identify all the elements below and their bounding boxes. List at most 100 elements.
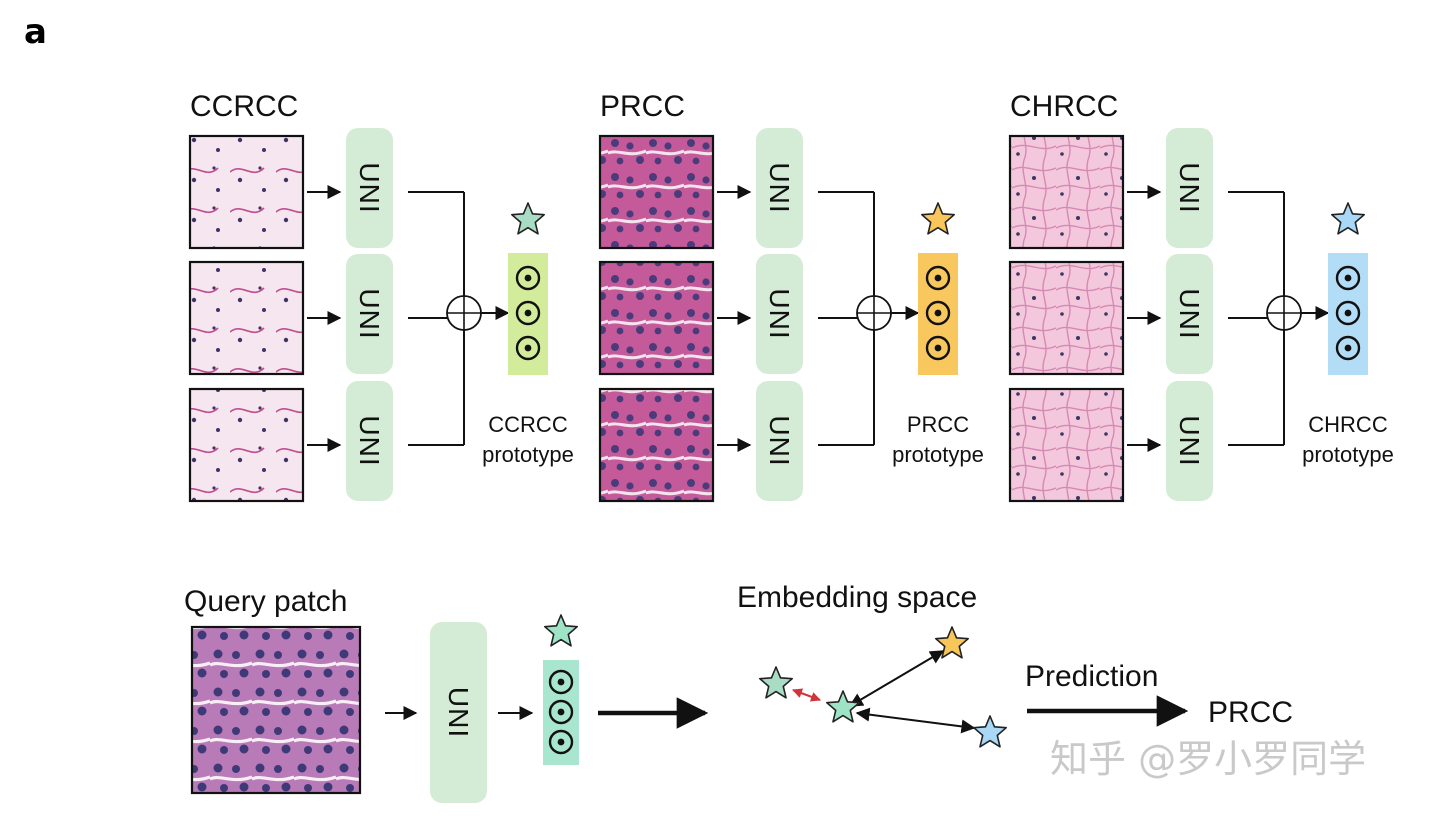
query-patch-image	[190, 625, 362, 795]
uni-encoder-box	[756, 128, 803, 248]
uni-encoder: UNI	[756, 128, 803, 248]
vector-element-dot	[524, 274, 532, 282]
query-title: Query patch	[184, 585, 347, 618]
uni-encoder-box	[430, 622, 487, 803]
vector-element-icon	[1335, 300, 1361, 326]
uni-encoder-label: UNI	[354, 288, 385, 339]
uni-encoder-box	[756, 381, 803, 501]
vector-element-icon	[548, 669, 574, 695]
uni-encoder-box	[346, 128, 393, 248]
vector-element-dot	[1344, 309, 1352, 317]
uni-encoder-label: UNI	[354, 415, 385, 466]
query-star-icon	[544, 614, 578, 647]
uni-encoder-label: UNI	[443, 687, 474, 738]
uni-encoder-label: UNI	[764, 415, 795, 466]
prototype-label-word: prototype	[892, 442, 984, 467]
uni-encoder-box	[1166, 254, 1213, 374]
distance-arrow-prcc	[848, 650, 945, 707]
vector-element-icon	[1335, 265, 1361, 291]
group-chrcc: CHRCC UNI UNI UNI CHRCC prototype	[1008, 90, 1394, 503]
vector-element-dot	[557, 678, 565, 686]
group-title: CCRCC	[190, 90, 298, 123]
prototype-groups: CCRCC UNI UNI UNI CCRCC prototype PRCC UNI UNI UN…	[188, 90, 1394, 503]
vector-element-icon	[515, 265, 541, 291]
vector-element-dot	[524, 344, 532, 352]
prototype-vector	[1328, 253, 1368, 375]
uni-encoder: UNI	[756, 381, 803, 501]
uni-encoder-label: UNI	[354, 162, 385, 213]
prototype-star-icon	[921, 202, 955, 235]
vector-element-icon	[925, 265, 951, 291]
tissue-patch-image	[188, 387, 305, 503]
vector-element-dot	[934, 274, 942, 282]
vector-element-icon	[925, 335, 951, 361]
tissue-patch-image	[1008, 387, 1125, 503]
uni-encoder-label: UNI	[764, 162, 795, 213]
query-vector	[543, 660, 579, 765]
vector-element-dot	[934, 309, 942, 317]
watermark-text: 知乎 @罗小罗同学	[1050, 737, 1366, 781]
uni-encoder-label: UNI	[1174, 162, 1205, 213]
prototype-label-name: CCRCC	[488, 412, 568, 437]
query-uni-encoder: UNI	[430, 622, 487, 803]
uni-encoder-box	[756, 254, 803, 374]
prototype-label-name: CHRCC	[1308, 412, 1388, 437]
uni-encoder: UNI	[346, 128, 393, 248]
tissue-patch-image	[598, 260, 715, 376]
embedded-chrcc-star-icon	[973, 715, 1007, 748]
uni-encoder-label: UNI	[1174, 415, 1205, 466]
prototype-label-word: prototype	[482, 442, 574, 467]
vector-element-dot	[524, 309, 532, 317]
prediction-result: PRCC	[1208, 696, 1293, 729]
uni-encoder-box	[346, 381, 393, 501]
prototype-vector	[918, 253, 958, 375]
vector-element-icon	[515, 300, 541, 326]
uni-encoder: UNI	[1166, 381, 1213, 501]
embedding-title: Embedding space	[737, 581, 977, 614]
vector-element-dot	[557, 708, 565, 716]
tissue-patch-image	[188, 260, 305, 376]
distance-arrow-chrcc	[855, 707, 976, 734]
vector-element-icon	[925, 300, 951, 326]
prototype-label-word: prototype	[1302, 442, 1394, 467]
uni-encoder: UNI	[1166, 128, 1213, 248]
uni-encoder-label: UNI	[764, 288, 795, 339]
vector-element-dot	[1344, 344, 1352, 352]
prediction-label: Prediction	[1025, 660, 1158, 693]
tissue-patch-image	[188, 134, 305, 250]
uni-encoder-label: UNI	[1174, 288, 1205, 339]
uni-encoder: UNI	[1166, 254, 1213, 374]
vector-element-icon	[548, 699, 574, 725]
embedded-prcc-star-icon	[935, 626, 969, 659]
tissue-patch-image	[1008, 260, 1125, 376]
tissue-patch-image	[598, 134, 715, 250]
vector-element-dot	[1344, 274, 1352, 282]
uni-encoder: UNI	[346, 381, 393, 501]
vector-element-icon	[1335, 335, 1361, 361]
tissue-patch-image	[598, 387, 715, 503]
group-prcc: PRCC UNI UNI UNI PRCC prototype	[598, 90, 984, 503]
distance-arrow-ccrcc	[792, 688, 821, 702]
prototype-star-icon	[1331, 202, 1365, 235]
group-ccrcc: CCRCC UNI UNI UNI CCRCC prototype	[188, 90, 574, 503]
vector-element-dot	[557, 738, 565, 746]
prototype-label-name: PRCC	[907, 412, 969, 437]
vector-element-icon	[515, 335, 541, 361]
group-title: CHRCC	[1010, 90, 1118, 123]
uni-encoder: UNI	[346, 254, 393, 374]
uni-encoder-box	[1166, 381, 1213, 501]
prototype-vector	[508, 253, 548, 375]
uni-encoder-box	[1166, 128, 1213, 248]
uni-encoder: UNI	[756, 254, 803, 374]
embedded-ccrcc-star-icon	[759, 666, 793, 699]
group-title: PRCC	[600, 90, 685, 123]
vector-element-icon	[548, 729, 574, 755]
embedded-query-star-icon	[826, 690, 860, 723]
vector-element-dot	[934, 344, 942, 352]
tissue-patch-image	[1008, 134, 1125, 250]
prototype-star-icon	[511, 202, 545, 235]
uni-encoder-box	[346, 254, 393, 374]
